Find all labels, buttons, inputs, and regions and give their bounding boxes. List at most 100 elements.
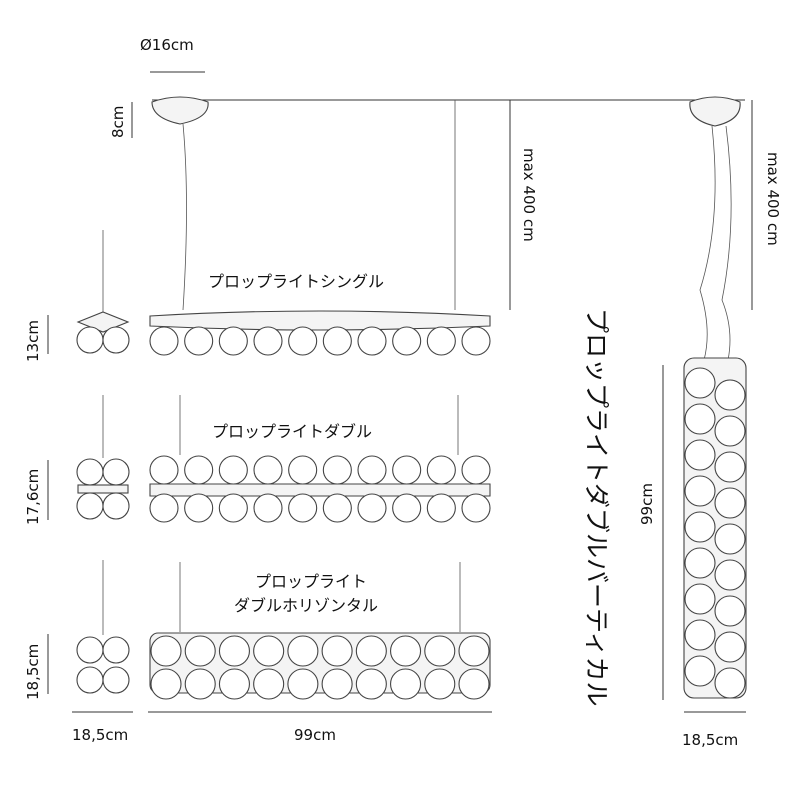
horizontal-height-label: 18,5cm [24, 644, 42, 700]
orb [458, 635, 490, 667]
canopy-height-label: 8cm [109, 106, 127, 138]
single-orb-row [149, 326, 491, 356]
product-name-horizontal-line1: プロップライト [255, 572, 367, 591]
orb [684, 403, 716, 435]
orb [355, 668, 387, 700]
orb [287, 668, 319, 700]
double-side-orb [102, 458, 130, 486]
orb [714, 559, 746, 591]
orb [426, 455, 456, 485]
orb [149, 493, 179, 523]
double-middle-bar [149, 483, 491, 497]
double-orb-row-top [149, 455, 491, 485]
orb [150, 635, 182, 667]
orb [426, 326, 456, 356]
orb [218, 635, 250, 667]
orb [714, 451, 746, 483]
orb [322, 493, 352, 523]
orb [149, 326, 179, 356]
orb [461, 326, 491, 356]
orb [461, 455, 491, 485]
orb [714, 667, 746, 699]
orb [253, 668, 285, 700]
orb [390, 635, 422, 667]
product-name-vertical: プロップライトダブルバーティカル [582, 308, 611, 707]
orb [390, 668, 422, 700]
horizontal-side-orb [102, 666, 130, 694]
orb [321, 635, 353, 667]
orb [684, 655, 716, 687]
product-name-double: プロップライトダブル [212, 422, 372, 441]
orb [392, 493, 422, 523]
orb [684, 583, 716, 615]
double-side-orb [76, 492, 104, 520]
orb [714, 631, 746, 663]
orb [322, 326, 352, 356]
side-width-label: 18,5cm [72, 726, 128, 744]
double-side-orb [102, 492, 130, 520]
orb [714, 523, 746, 555]
orb [357, 455, 387, 485]
orb [461, 493, 491, 523]
orb [288, 493, 318, 523]
double-side-orb [76, 458, 104, 486]
canopy-right [689, 96, 741, 127]
product-name-single: プロップライトシングル [208, 272, 384, 291]
canopy-left [151, 96, 209, 125]
orb [288, 455, 318, 485]
orb [684, 619, 716, 651]
orb [150, 668, 182, 700]
orb [218, 668, 250, 700]
orb [684, 511, 716, 543]
horizontal-side-orb [76, 666, 104, 694]
orb [218, 455, 248, 485]
cable-left [182, 123, 187, 311]
double-height-label: 17,6cm [24, 469, 42, 525]
single-height-label: 13cm [24, 320, 42, 362]
orb [253, 493, 283, 523]
orb [458, 668, 490, 700]
orb [424, 668, 456, 700]
horizontal-side-orb [76, 636, 104, 664]
orb [288, 326, 318, 356]
double-orb-row-bottom [149, 493, 491, 523]
orb [322, 455, 352, 485]
orb [218, 493, 248, 523]
double-side-bar [77, 484, 129, 494]
orb [253, 635, 285, 667]
orb [253, 455, 283, 485]
diameter-label: Ø16cm [140, 36, 194, 54]
orb [355, 635, 387, 667]
single-top-bar [149, 310, 491, 331]
orb [357, 326, 387, 356]
single-side-orb [76, 326, 104, 354]
vertical-cable-right [721, 125, 732, 361]
orb [392, 455, 422, 485]
orb [684, 547, 716, 579]
vertical-length-label: 99cm [638, 483, 656, 525]
orb [218, 326, 248, 356]
length-label: 99cm [294, 726, 336, 744]
vertical-cable-left [699, 125, 716, 361]
orb [357, 493, 387, 523]
horizontal-orb-grid [150, 635, 490, 700]
product-name-horizontal-line2: ダブルホリゾンタル [234, 596, 378, 615]
vertical-orb-grid [684, 367, 746, 699]
cable-max-label-right: max 400 cm [764, 152, 782, 246]
orb [287, 635, 319, 667]
orb [426, 493, 456, 523]
orb [184, 493, 214, 523]
horizontal-side-orb [102, 636, 130, 664]
orb [184, 455, 214, 485]
orb [184, 668, 216, 700]
orb [684, 439, 716, 471]
orb [714, 415, 746, 447]
orb [684, 475, 716, 507]
orb [184, 635, 216, 667]
vertical-width-label: 18,5cm [682, 731, 738, 749]
single-side-orb [102, 326, 130, 354]
orb [253, 326, 283, 356]
orb [149, 455, 179, 485]
orb [714, 487, 746, 519]
